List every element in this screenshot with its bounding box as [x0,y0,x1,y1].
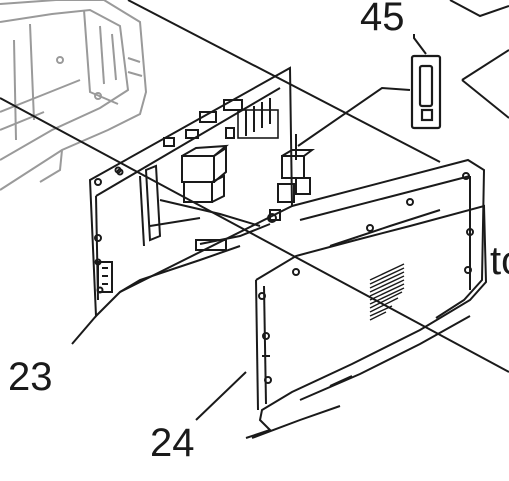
upper-right-fragments [449,0,509,119]
leader-45 [413,34,427,55]
leader-lines [71,34,427,421]
leader-24 [195,371,247,421]
control-board-23 [88,66,315,319]
callout-23: 23 [8,355,53,399]
part-45-switch [410,54,442,130]
callout-24: 24 [150,421,195,465]
edge-text: to [490,239,509,283]
alignment-lines [0,0,509,373]
callout-45: 45 [360,0,405,39]
housing-frame [0,0,148,191]
cover-panel-24 [245,158,488,439]
leader-23 [71,315,97,345]
